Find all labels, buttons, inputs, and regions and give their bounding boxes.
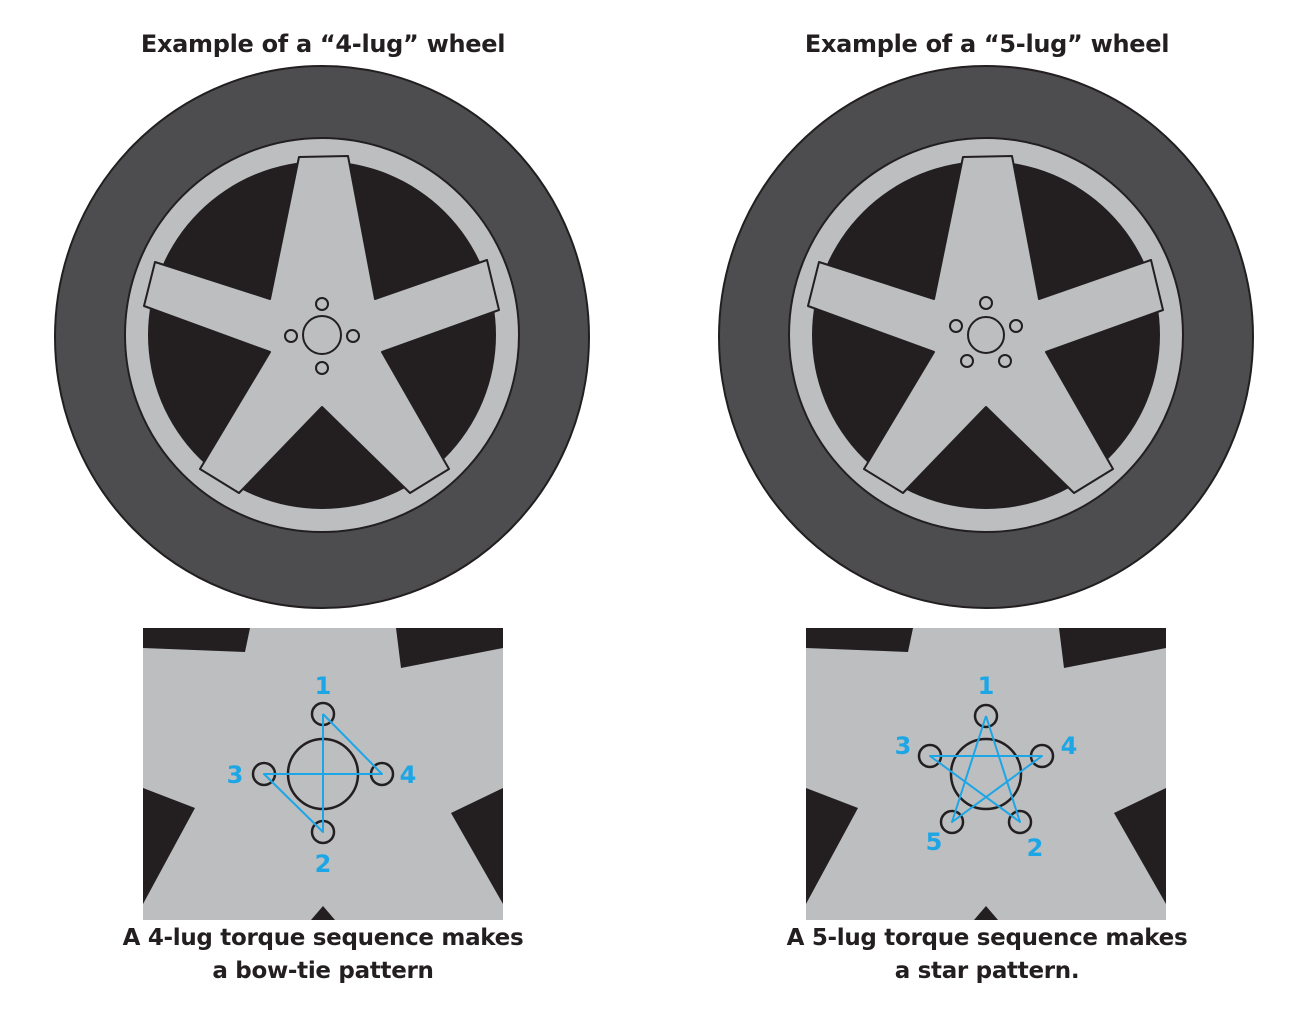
dark-gap: [1114, 788, 1166, 904]
star-sequence: [929, 715, 1043, 823]
caption-line: a bow-tie pattern: [212, 958, 434, 984]
caption-4-lug: A 4-lug torque sequence makes a bow-tie …: [63, 922, 583, 988]
lug-hole: [960, 354, 974, 368]
label-4: 4: [1061, 732, 1078, 760]
lug-hole: [998, 354, 1012, 368]
label-3: 3: [227, 761, 244, 789]
label-4: 4: [400, 761, 417, 789]
lug-hole-5: [939, 809, 965, 835]
dark-gap: [311, 906, 335, 920]
lug-hole: [315, 297, 329, 311]
dark-gap: [806, 628, 913, 652]
label-1: 1: [978, 672, 995, 700]
spokes: [807, 155, 1164, 494]
title-4-lug: Example of a “4-lug” wheel: [140, 30, 506, 58]
detail-background: [806, 628, 1166, 920]
detail-4-lug: 1 2 3 4: [143, 628, 503, 920]
dark-gap: [451, 788, 503, 904]
lug-hole: [284, 329, 298, 343]
lug-hole-2: [1007, 809, 1033, 835]
caption-line: a star pattern.: [894, 958, 1080, 984]
label-2: 2: [1027, 834, 1044, 862]
spokes: [143, 155, 500, 494]
caption-line: A 4-lug torque sequence makes: [122, 925, 524, 951]
lug-hole: [1009, 319, 1023, 333]
wheel-5-lug: [718, 65, 1254, 609]
label-1: 1: [315, 672, 332, 700]
dark-gap: [806, 788, 858, 904]
wheel-4-lug: [54, 65, 590, 609]
title-5-lug: Example of a “5-lug” wheel: [804, 30, 1170, 58]
detail-5-lug: 1 2 3 4 5: [806, 628, 1166, 920]
center-bore: [949, 737, 1023, 811]
lug-hole-1: [973, 703, 999, 729]
label-2: 2: [315, 850, 332, 878]
bow-tie-sequence: [263, 713, 383, 833]
lug-hole: [979, 296, 993, 310]
dark-gap: [974, 906, 998, 920]
dark-gap: [143, 628, 250, 652]
center-bore: [302, 315, 342, 355]
lug-hole: [346, 329, 360, 343]
dark-gap: [396, 628, 503, 668]
dark-gap: [1059, 628, 1166, 668]
caption-line: A 5-lug torque sequence makes: [786, 925, 1188, 951]
lug-hole: [949, 319, 963, 333]
lug-hole: [315, 361, 329, 375]
label-5: 5: [926, 828, 943, 856]
caption-5-lug: A 5-lug torque sequence makes a star pat…: [727, 922, 1247, 988]
label-3: 3: [895, 732, 912, 760]
dark-gap: [143, 788, 195, 904]
center-bore: [967, 316, 1005, 354]
